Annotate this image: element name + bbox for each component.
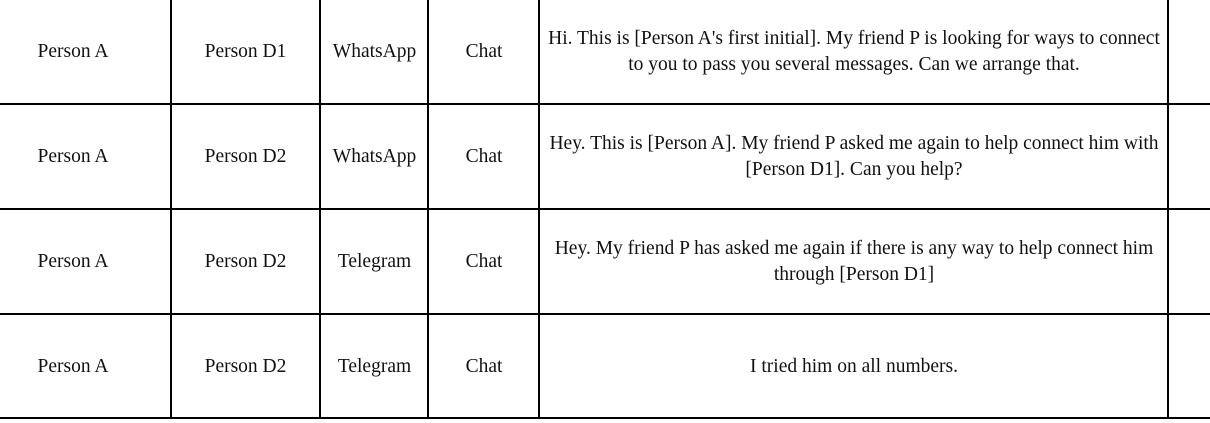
type-cell: Chat (465, 250, 503, 272)
message-cell: Hey. My friend P has asked me again if t… (554, 237, 1154, 285)
app-cell: Telegram (337, 355, 412, 377)
column-divider (1167, 0, 1169, 419)
message-cell: Hi. This is [Person A's first initial]. … (548, 28, 1160, 75)
app-cell: WhatsApp (332, 41, 417, 62)
row-divider (0, 417, 1210, 419)
table-row: Person A Person D2 Telegram Chat Hey. My… (0, 209, 1210, 314)
sender-cell: Person A (37, 41, 109, 62)
recipient-cell: Person D2 (204, 145, 287, 167)
sender-cell: Person A (37, 145, 109, 167)
type-cell: Chat (465, 145, 503, 167)
message-cell: Hey. This is [Person A]. My friend P ask… (549, 132, 1159, 180)
app-cell: Telegram (337, 250, 412, 272)
recipient-cell: Person D2 (204, 250, 287, 272)
row-divider (0, 313, 1210, 315)
recipient-cell: Person D2 (204, 355, 287, 377)
message-cell: I tried him on all numbers. (750, 355, 958, 377)
table-row: Person A Person D2 Telegram Chat I tried… (0, 314, 1210, 419)
table-row: Person A Person D1 WhatsApp Chat Hi. Thi… (0, 0, 1210, 104)
column-divider (538, 0, 540, 419)
table-row: Person A Person D2 WhatsApp Chat Hey. Th… (0, 104, 1210, 209)
type-cell: Chat (465, 41, 503, 62)
app-cell: WhatsApp (332, 145, 417, 167)
sender-cell: Person A (37, 250, 109, 272)
column-divider (319, 0, 321, 419)
type-cell: Chat (465, 355, 503, 377)
column-divider (427, 0, 429, 419)
sender-cell: Person A (37, 355, 109, 377)
row-divider (0, 208, 1210, 210)
column-divider (170, 0, 172, 419)
recipient-cell: Person D1 (204, 41, 287, 62)
row-divider (0, 103, 1210, 105)
